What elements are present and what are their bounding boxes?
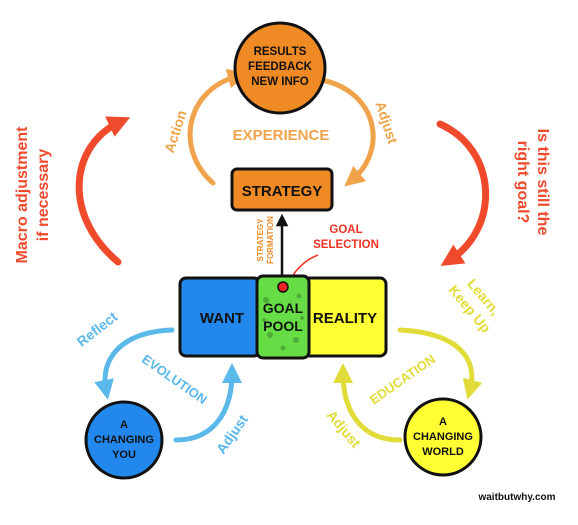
macro-adjustment-line1: Macro adjustment [14,126,31,264]
changing-you-line3: YOU [112,449,136,461]
adjust-right-label: Adjust [324,407,364,451]
changing-world-line1: A [439,416,447,428]
want-box: WANT [178,276,262,358]
macro-adjustment-arrow [75,116,131,266]
goal-selection-line2: SELECTION [313,239,379,251]
adjust-top-arrow [319,77,376,187]
goal-pool-box: GOAL POOL [255,274,311,360]
changing-you-line1: A [120,419,128,431]
changing-you-node: A CHANGING YOU [84,400,164,480]
adjust-right-arrow [333,363,403,443]
right-goal-arrow [436,120,490,267]
changing-world-node: A CHANGING WORLD [403,397,483,477]
education-label: EDUCATION [367,351,438,407]
goal-pool-line2: POOL [263,318,303,334]
results-node: RESULTS FEEDBACK NEW INFO [233,21,327,115]
reflect-label: Reflect [74,308,121,350]
results-line3: NEW INFO [251,76,309,88]
reflect-arrow [94,327,175,400]
strategy-formation-line2: FORMATION [266,216,275,264]
strategy-formation-line1: STRATEGY [256,218,265,262]
strategy-box: STRATEGY [230,167,334,212]
results-line2: FEEDBACK [248,61,313,73]
changing-world-line3: WORLD [422,446,464,458]
learn-arrow [397,327,483,400]
changing-world-line2: CHANGING [413,431,473,443]
action-arrow [187,68,248,186]
right-goal-line1: Is this still the [534,129,551,236]
right-goal-line2: right goal? [514,141,531,224]
macro-adjustment-line2: if necessary [35,149,52,242]
reality-label: REALITY [313,310,377,327]
results-line1: RESULTS [254,46,307,58]
goal-pool-line1: GOAL [263,300,304,316]
strategy-label: STRATEGY [242,183,323,200]
action-label: Action [161,108,190,154]
goal-marker [277,281,289,293]
adjust-left-arrow [173,363,242,443]
credit-label: waitbutwhy.com [477,492,555,503]
changing-you-line2: CHANGING [94,434,154,446]
reality-box: REALITY [302,276,388,358]
goal-selection-line1: GOAL [329,224,362,236]
experience-label: EXPERIENCE [233,127,330,144]
adjust-top-label: Adjust [372,99,401,146]
evolution-label: EVOLUTION [139,351,210,407]
want-label: WANT [200,310,244,327]
